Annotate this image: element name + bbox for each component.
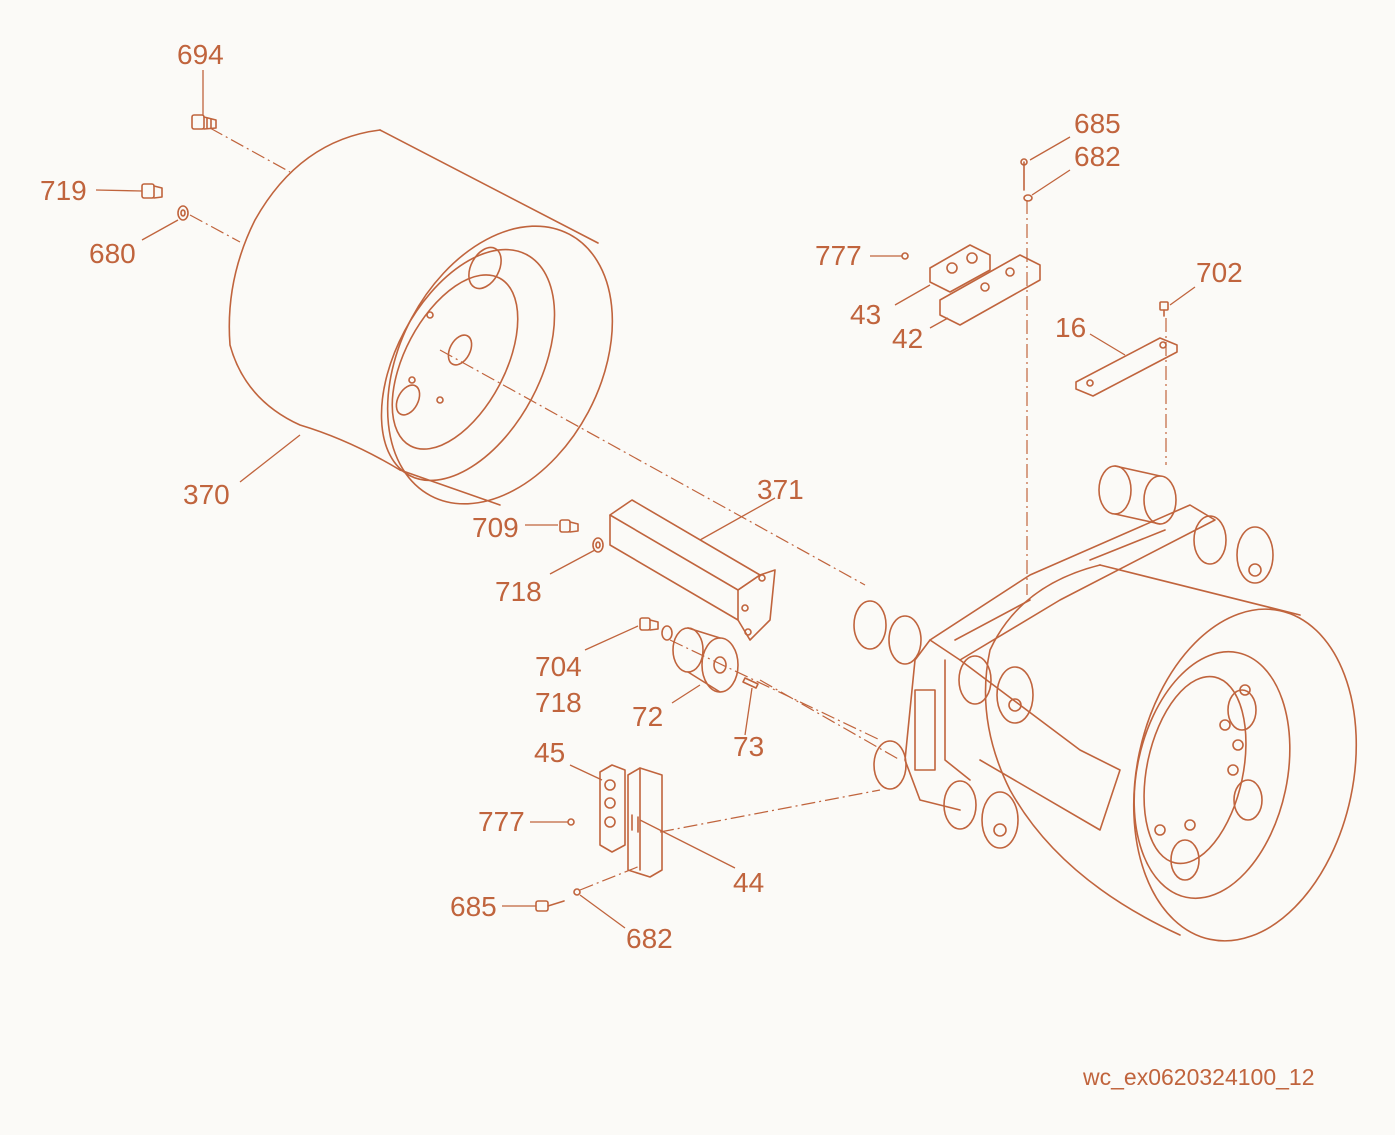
label-777-bottom: 777 — [478, 806, 525, 837]
label-718-b: 718 — [535, 687, 582, 718]
plate-16-part — [1075, 337, 1178, 397]
bolt-704-part — [639, 617, 673, 641]
label-16: 16 — [1055, 312, 1087, 343]
label-72: 72 — [632, 701, 664, 732]
label-42: 42 — [892, 323, 924, 354]
label-680: 680 — [89, 238, 136, 269]
clamp-45-part — [599, 764, 626, 853]
screw-702-part — [1159, 301, 1169, 317]
washer-718-part — [592, 537, 604, 553]
bracket-371-part — [609, 499, 776, 641]
label-702: 702 — [1196, 257, 1243, 288]
label-45: 45 — [534, 737, 566, 768]
bolt-694-part — [191, 114, 217, 130]
pin-73-part — [742, 677, 759, 689]
label-709: 709 — [472, 512, 519, 543]
bolt-709-part — [559, 519, 579, 533]
label-370: 370 — [183, 479, 230, 510]
bolt-719-part — [141, 183, 163, 199]
assembly-lines — [189, 127, 1167, 891]
washer-682-top-part — [1023, 194, 1033, 202]
label-43: 43 — [850, 299, 882, 330]
label-694: 694 — [177, 39, 224, 70]
label-73: 73 — [733, 731, 765, 762]
drum-right-assembly — [853, 465, 1358, 942]
washer-682-bottom-part — [573, 888, 581, 896]
label-718-a: 718 — [495, 576, 542, 607]
label-682-top: 682 — [1074, 141, 1121, 172]
label-44: 44 — [733, 867, 765, 898]
ball-777-top-part — [901, 252, 909, 260]
label-704: 704 — [535, 651, 582, 682]
label-777-top: 777 — [815, 240, 862, 271]
label-682-bottom: 682 — [626, 923, 673, 954]
clamp-43-part — [929, 244, 991, 293]
bolt-685-top-part — [1020, 158, 1028, 191]
bolt-685-bottom-part — [535, 900, 565, 912]
clamp-42-part — [939, 254, 1041, 326]
label-371: 371 — [757, 474, 804, 505]
label-685-bottom: 685 — [450, 891, 497, 922]
drum-370-part — [228, 129, 614, 506]
clamp-44-part — [627, 767, 663, 878]
label-685-top: 685 — [1074, 108, 1121, 139]
label-719: 719 — [40, 175, 87, 206]
roller-72-part — [672, 627, 739, 693]
ball-777-bottom-part — [567, 818, 575, 826]
leader-lines — [95, 70, 1196, 929]
washer-680-part — [177, 205, 189, 221]
reference-code: wc_ex0620324100_12 — [1083, 1064, 1315, 1090]
